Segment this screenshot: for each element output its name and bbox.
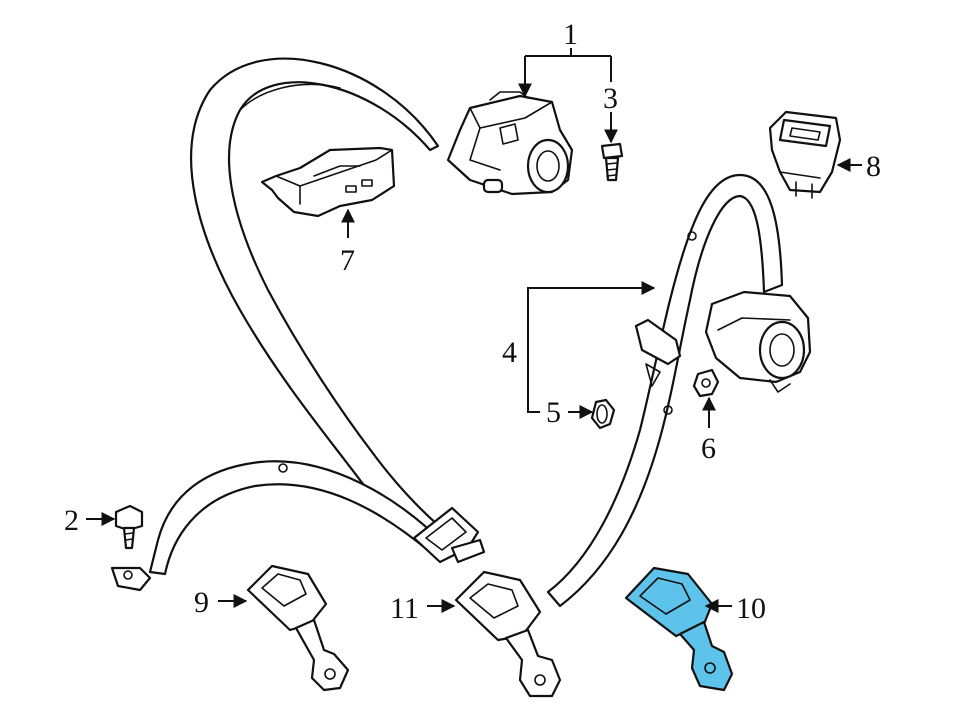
part-10-strap [678, 620, 734, 692]
callout-9: 9 [194, 586, 209, 619]
part-2-bolt [114, 504, 144, 550]
callout-2: 2 [64, 504, 79, 537]
callout-7: 7 [340, 244, 355, 277]
callout-6: 6 [701, 432, 716, 465]
part-6-nut [692, 368, 720, 398]
part-5-plug [590, 398, 616, 430]
part-4-right-belt-assembly [546, 173, 812, 608]
part-11-buckle [454, 570, 562, 698]
callout-3: 3 [603, 82, 618, 115]
part-8-housing [768, 110, 842, 199]
part-10-buckle-highlighted [624, 566, 734, 692]
leader-lines [86, 48, 862, 613]
callout-11: 11 [390, 592, 419, 625]
part-9-buckle [246, 564, 350, 692]
callout-labels: 1 3 7 8 4 5 6 2 9 11 10 [64, 18, 881, 625]
part-3-bolt [600, 142, 624, 182]
callout-8: 8 [866, 150, 881, 183]
callout-10: 10 [736, 592, 766, 625]
callout-1: 1 [563, 18, 578, 51]
callout-5: 5 [546, 396, 561, 429]
part-7-bracket [260, 146, 396, 218]
belt-guide-buckle [412, 506, 486, 564]
lower-anchor-strap [110, 460, 442, 592]
part-1-retractor [446, 91, 574, 196]
callout-4: 4 [502, 336, 517, 369]
